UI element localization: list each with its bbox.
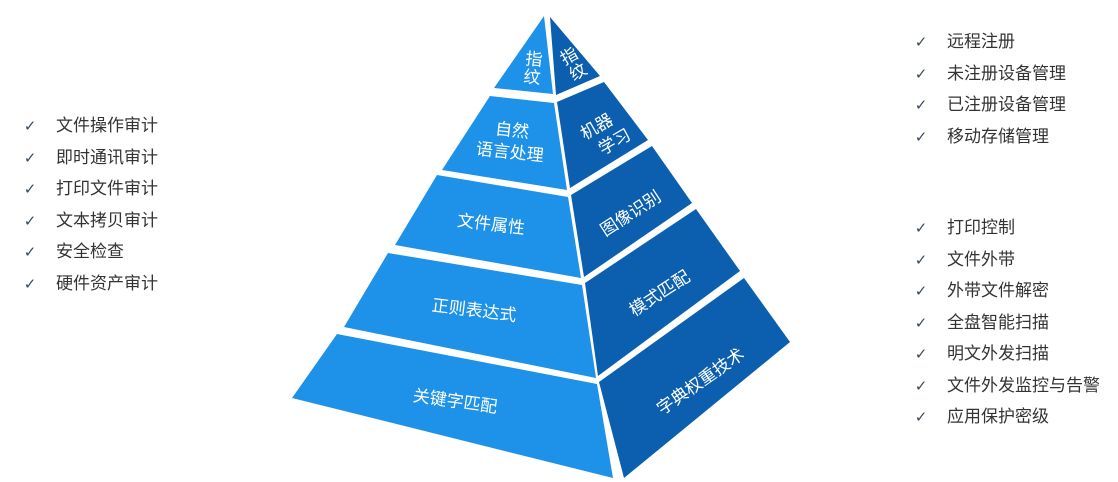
check-icon: ✓: [914, 345, 928, 363]
check-icon: ✓: [914, 250, 928, 269]
list-item: ✓已注册设备管理: [913, 90, 1113, 122]
pyramid-right-tier-2: [557, 82, 648, 188]
list-item: ✓外带文件解密: [913, 276, 1113, 308]
check-icon: ✓: [914, 96, 928, 114]
pyramid-right-tier-4: [585, 209, 740, 376]
check-icon: ✓: [914, 408, 928, 426]
pyramid-left-label: 指: [524, 49, 543, 71]
check-icon: ✓: [914, 376, 928, 395]
check-icon: ✓: [914, 219, 928, 237]
list-item: ✓硬件资产审计: [22, 269, 222, 301]
pyramid-left-tier-2: [442, 96, 567, 190]
check-icon: ✓: [23, 180, 37, 198]
list-item: ✓未注册设备管理: [913, 59, 1113, 91]
list-item: ✓文本拷贝审计: [22, 206, 222, 238]
pyramid-left-label: 自然: [494, 119, 530, 142]
pyramid-left-tier-4: [344, 253, 596, 378]
pyramid-left-tier-5: [292, 334, 613, 478]
check-icon: ✓: [914, 313, 928, 332]
pyramid-left-face: [292, 16, 613, 478]
list-item: ✓即时通讯审计: [22, 143, 222, 175]
list-item: ✓移动存储管理: [913, 122, 1113, 154]
list-item: ✓全盘智能扫描: [913, 308, 1113, 340]
pyramid-left-tier-1: [494, 16, 553, 94]
list-item: ✓打印控制: [913, 213, 1113, 245]
pyramid-left-label: 纹: [522, 67, 541, 89]
check-icon: ✓: [914, 127, 928, 146]
check-icon: ✓: [914, 282, 928, 300]
right-top-feature-list: ✓远程注册 ✓未注册设备管理 ✓已注册设备管理 ✓移动存储管理: [913, 27, 1113, 153]
right-bottom-feature-list: ✓打印控制 ✓文件外带 ✓外带文件解密 ✓全盘智能扫描 ✓明文外发扫描 ✓文件外…: [913, 213, 1113, 434]
pyramid-right-tier-3: [571, 146, 692, 277]
list-item: ✓明文外发扫描: [913, 339, 1113, 371]
check-icon: ✓: [914, 64, 928, 83]
check-icon: ✓: [914, 33, 928, 51]
list-item: ✓远程注册: [913, 27, 1113, 59]
pyramid-right-tier-5: [599, 278, 790, 478]
pyramid-right-tier-1: [550, 17, 600, 95]
pyramid-left-tier-3: [395, 175, 581, 278]
list-item: ✓安全检查: [22, 237, 222, 269]
list-item: ✓打印文件审计: [22, 174, 222, 206]
list-item: ✓文件外发监控与告警: [913, 371, 1113, 403]
list-item: ✓文件操作审计: [22, 111, 222, 143]
check-icon: ✓: [23, 211, 37, 230]
pyramid-right-face: [550, 17, 790, 478]
list-item: ✓文件外带: [913, 245, 1113, 277]
check-icon: ✓: [23, 117, 37, 135]
check-icon: ✓: [23, 274, 37, 293]
list-item: ✓应用保护密级: [913, 402, 1113, 434]
check-icon: ✓: [23, 148, 37, 167]
check-icon: ✓: [23, 243, 37, 261]
left-feature-list: ✓文件操作审计 ✓即时通讯审计 ✓打印文件审计 ✓文本拷贝审计 ✓安全检查 ✓硬…: [22, 111, 222, 300]
